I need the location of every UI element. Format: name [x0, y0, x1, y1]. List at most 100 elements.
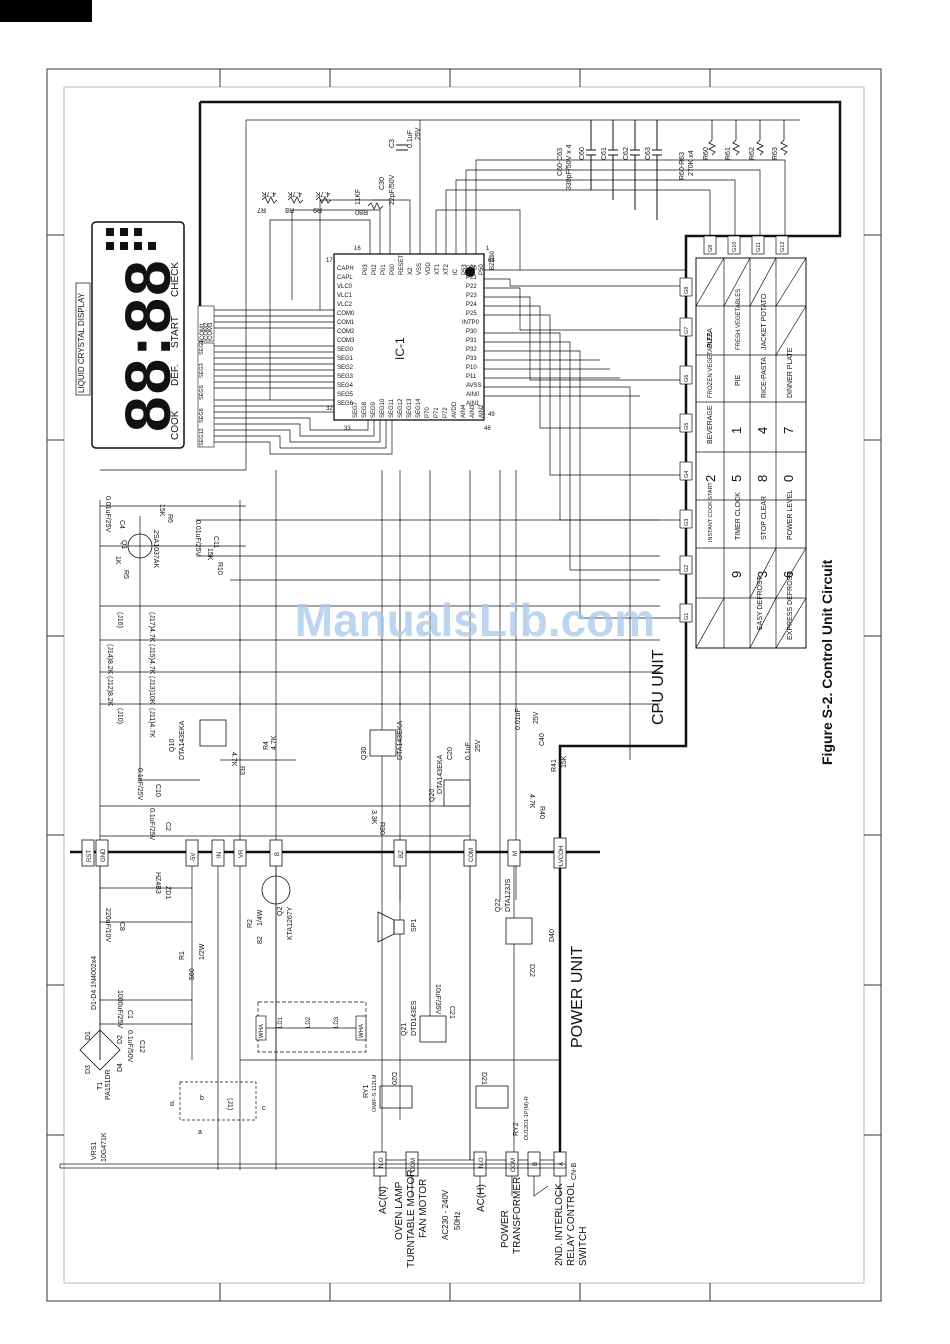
svg-text:P02: P02: [372, 264, 378, 275]
key-pizza: PIZZA: [707, 328, 714, 348]
svg-text:SP1: SP1: [411, 919, 418, 932]
svg-text:R1: R1: [179, 951, 186, 960]
label-relay-control: RELAY CONTROL: [566, 1182, 577, 1266]
svg-text:SEG13: SEG13: [407, 398, 413, 418]
svg-text:SEG5: SEG5: [337, 392, 354, 398]
cpu-left-components: 0.01uF/25V C4 15K R6 Q1 2SA1037AK 1K R5 …: [99, 470, 660, 1170]
svg-text:AVSS: AVSS: [466, 383, 482, 389]
svg-text:GND: GND: [101, 848, 107, 862]
svg-text:(J1): (J1): [226, 1098, 233, 1110]
key-frozen-vegetables: FROZEN VEGETABLES: [708, 332, 714, 398]
svg-text:P52: P52: [471, 264, 477, 275]
top-components: C3 0.1uF 25V C30 22pF/50V 11KF R80 4.7K …: [257, 120, 788, 220]
svg-text:G1: G1: [684, 613, 690, 620]
svg-text:COM: COM: [411, 1158, 417, 1172]
svg-text:10G471K: 10G471K: [101, 1132, 108, 1162]
svg-text:SEG0: SEG0: [337, 347, 354, 353]
lcd-title: LIQUID CRYSTAL DISPLAY: [77, 292, 86, 393]
ic1-left-pins: CAPH CAPL VLC0 VLC1 VLC2 COM0 COM1 COM2 …: [337, 266, 355, 407]
svg-text:R60-R63: R60-R63: [679, 152, 686, 180]
svg-text:D2: D2: [117, 1035, 124, 1044]
label-ac-voltage: AC230 - 240V: [441, 1189, 450, 1240]
svg-text:LD2: LD2: [306, 1016, 312, 1028]
svg-text:3.3K: 3.3K: [370, 810, 377, 825]
label-oven-lamp: OVEN LAMP: [394, 1181, 405, 1240]
svg-text:SEG2: SEG2: [337, 365, 354, 371]
key-0: 0: [781, 475, 796, 482]
svg-text:N.O: N.O: [379, 1157, 385, 1168]
lcd-label-def: DEF.: [170, 364, 181, 386]
svg-text:G3: G3: [684, 519, 690, 526]
svg-text:1: 1: [486, 246, 490, 252]
svg-text:VLC0: VLC0: [337, 284, 353, 290]
svg-text:P11: P11: [466, 374, 477, 380]
key-3: 3: [755, 571, 770, 578]
svg-text:P21: P21: [466, 275, 477, 281]
svg-text:P30: P30: [466, 329, 477, 335]
svg-text:R9: R9: [313, 206, 322, 213]
svg-text:22pF/50V: 22pF/50V: [389, 174, 396, 205]
svg-text:C2: C2: [164, 822, 171, 831]
key-4: 4: [755, 427, 770, 434]
svg-text:1/2W: 1/2W: [199, 943, 206, 960]
svg-text:P31: P31: [466, 338, 477, 344]
svg-text:M: M: [513, 851, 519, 856]
svg-text:c: c: [262, 1105, 266, 1112]
ic1-chip: IC-1 16 1 17 32 33 48 49 64: [326, 246, 495, 432]
svg-text:P50: P50: [479, 264, 485, 275]
svg-text:RST: RST: [87, 850, 93, 862]
svg-text:(J13)10K: (J13)10K: [148, 676, 155, 705]
svg-text:C8: C8: [118, 922, 125, 931]
svg-text:P03: P03: [363, 264, 369, 275]
svg-text:C60-C63: C60-C63: [557, 148, 564, 176]
svg-text:C4: C4: [118, 520, 125, 529]
svg-text:ZD1: ZD1: [164, 886, 171, 899]
svg-text:(J14)8.2K: (J14)8.2K: [106, 644, 113, 675]
svg-text:R63: R63: [772, 147, 779, 160]
watermark: ManualsLib.com: [295, 594, 655, 646]
svg-text:CN-B: CN-B: [571, 1163, 578, 1180]
svg-text:R30: R30: [378, 822, 385, 835]
svg-text:0.1uF/25V: 0.1uF/25V: [136, 768, 143, 801]
svg-text:(J10): (J10): [116, 708, 123, 724]
svg-text:G6: G6: [684, 375, 690, 382]
svg-text:R2: R2: [247, 919, 254, 928]
svg-text:RY2: RY2: [513, 1122, 520, 1136]
lcd-digits: 88:88: [112, 258, 184, 432]
svg-text:4.7K: 4.7K: [528, 794, 535, 809]
lcd-label-cook: COOK: [170, 410, 181, 440]
ic1-right-pins: P20 P21 P22 P23 P24 P25 INTP0 P30 P31 P3…: [462, 250, 496, 407]
svg-text:11KF: 11KF: [355, 189, 362, 205]
svg-text:SEG11: SEG11: [389, 398, 395, 418]
svg-text:16: 16: [354, 246, 361, 252]
svg-text:R4: R4: [263, 741, 270, 750]
label-ac-h: AC(H): [476, 1184, 487, 1212]
svg-text:COM2: COM2: [204, 322, 210, 340]
label-switch: SWITCH: [578, 1227, 589, 1266]
svg-text:VLC2: VLC2: [337, 302, 353, 308]
svg-text:Q21: Q21: [401, 1023, 408, 1036]
svg-text:1K: 1K: [114, 556, 121, 565]
svg-text:C61: C61: [601, 147, 608, 160]
svg-text:a: a: [198, 1129, 202, 1136]
svg-text:4.7K: 4.7K: [230, 752, 237, 767]
svg-text:Q22: Q22: [495, 899, 502, 912]
svg-text:SEG9: SEG9: [371, 401, 377, 418]
svg-text:DTD143ES: DTD143ES: [411, 1000, 418, 1036]
svg-text:G11: G11: [756, 242, 762, 252]
svg-text:G9: G9: [708, 245, 714, 252]
cpu-unit-boundary: [200, 100, 842, 1165]
svg-text:(J12)8.2K: (J12)8.2K: [106, 676, 113, 707]
svg-text:XT1: XT1: [435, 263, 441, 275]
svg-text:25V: 25V: [475, 739, 482, 752]
svg-text:G2: G2: [684, 565, 690, 572]
svg-text:Q1: Q1: [120, 540, 127, 549]
svg-text:R62: R62: [749, 147, 756, 160]
svg-text:R6: R6: [166, 514, 173, 523]
key-dinner-plate: DINNER PLATE: [787, 347, 794, 398]
svg-text:330pF/50V x 4: 330pF/50V x 4: [566, 144, 573, 190]
svg-text:C11: C11: [212, 536, 219, 548]
key-5: 5: [729, 475, 744, 482]
lcd-seg-pins: SEG1 SEG3 SEG5 SEG8 SEG12: [197, 340, 215, 448]
svg-text:COM: COM: [469, 848, 475, 862]
